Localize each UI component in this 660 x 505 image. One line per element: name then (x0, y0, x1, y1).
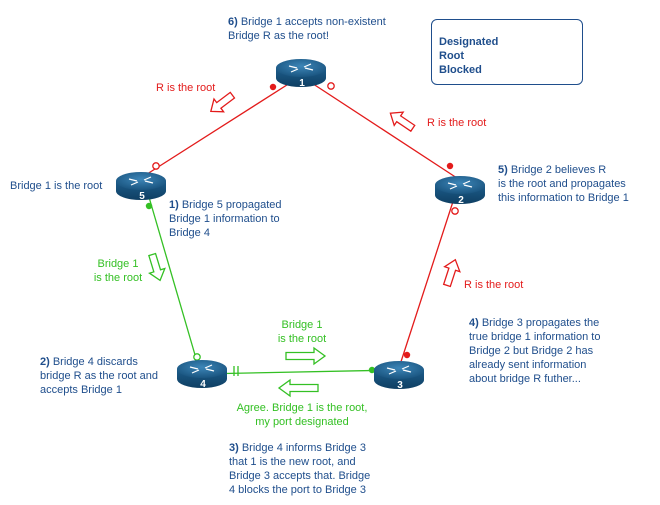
r-root-label-right: R is the root (427, 117, 487, 129)
note-1: 1) Bridge 5 propagated Bridge 1 informat… (169, 199, 282, 239)
green-arrow-to-bridge4-agree (277, 378, 319, 398)
red-arrow-to-bridge5 (209, 91, 236, 113)
link-4-3 (199, 369, 398, 375)
note-4: 4) Bridge 3 propagates the true bridge 1… (469, 317, 601, 385)
red-arrow-to-bridge2 (442, 258, 461, 288)
root-port-marker-4 (193, 353, 201, 361)
note-2: 2) Bridge 4 discards bridge R as the roo… (40, 356, 159, 396)
green-label-left: Bridge 1 is the root (93, 258, 143, 284)
legend-designated-label: Designated (439, 36, 499, 48)
router-5-icon (116, 172, 166, 200)
router-4-label: 4 (200, 379, 206, 390)
root-port-marker-1 (269, 83, 277, 91)
legend-box: Designated Root Blocked (431, 19, 583, 85)
router-5-label: 5 (139, 191, 145, 202)
router-1-label: 1 (299, 78, 305, 89)
root-port-marker-3 (368, 366, 376, 374)
router-2-label: 2 (458, 195, 464, 206)
green-label-center: Bridge 1 is the root (277, 319, 327, 345)
router-4-icon (177, 360, 227, 388)
legend-blocked-label: Blocked (439, 64, 482, 76)
router-1-icon (276, 59, 326, 87)
link-2-3 (396, 179, 461, 375)
note-6: 6) Bridge 1 accepts non-existent Bridge … (228, 16, 386, 42)
designated-port-marker-1 (327, 82, 335, 90)
link-5-4 (143, 179, 201, 373)
note-3: 3) Bridge 4 informs Bridge 3 that 1 is t… (229, 442, 371, 496)
router-2-icon (435, 176, 485, 204)
designated-port-marker-5 (145, 202, 153, 210)
link-1-2 (300, 75, 461, 181)
green-arrow-to-bridge4 (148, 252, 166, 282)
designated-port-marker-2 (446, 162, 454, 170)
r-root-label-lower: R is the root (464, 279, 524, 291)
root-port-marker-5 (152, 162, 160, 170)
green-arrow-to-bridge3 (285, 346, 327, 366)
link-1-5 (143, 75, 302, 177)
red-arrow-to-bridge1 (389, 111, 416, 133)
legend-root-label: Root (439, 50, 465, 62)
blocked-port-marker-4 (233, 366, 239, 376)
root-port-marker-2 (451, 207, 459, 215)
note-5: 5) Bridge 2 believes R is the root and p… (498, 164, 629, 204)
bridge1-root-label: Bridge 1 is the root (10, 180, 103, 192)
r-root-label-left: R is the root (156, 82, 216, 94)
router-3-icon (374, 361, 424, 389)
router-3-label: 3 (397, 380, 403, 391)
designated-port-marker-3 (403, 351, 411, 359)
green-agree-label: Agree. Bridge 1 is the root, my port des… (236, 402, 368, 428)
